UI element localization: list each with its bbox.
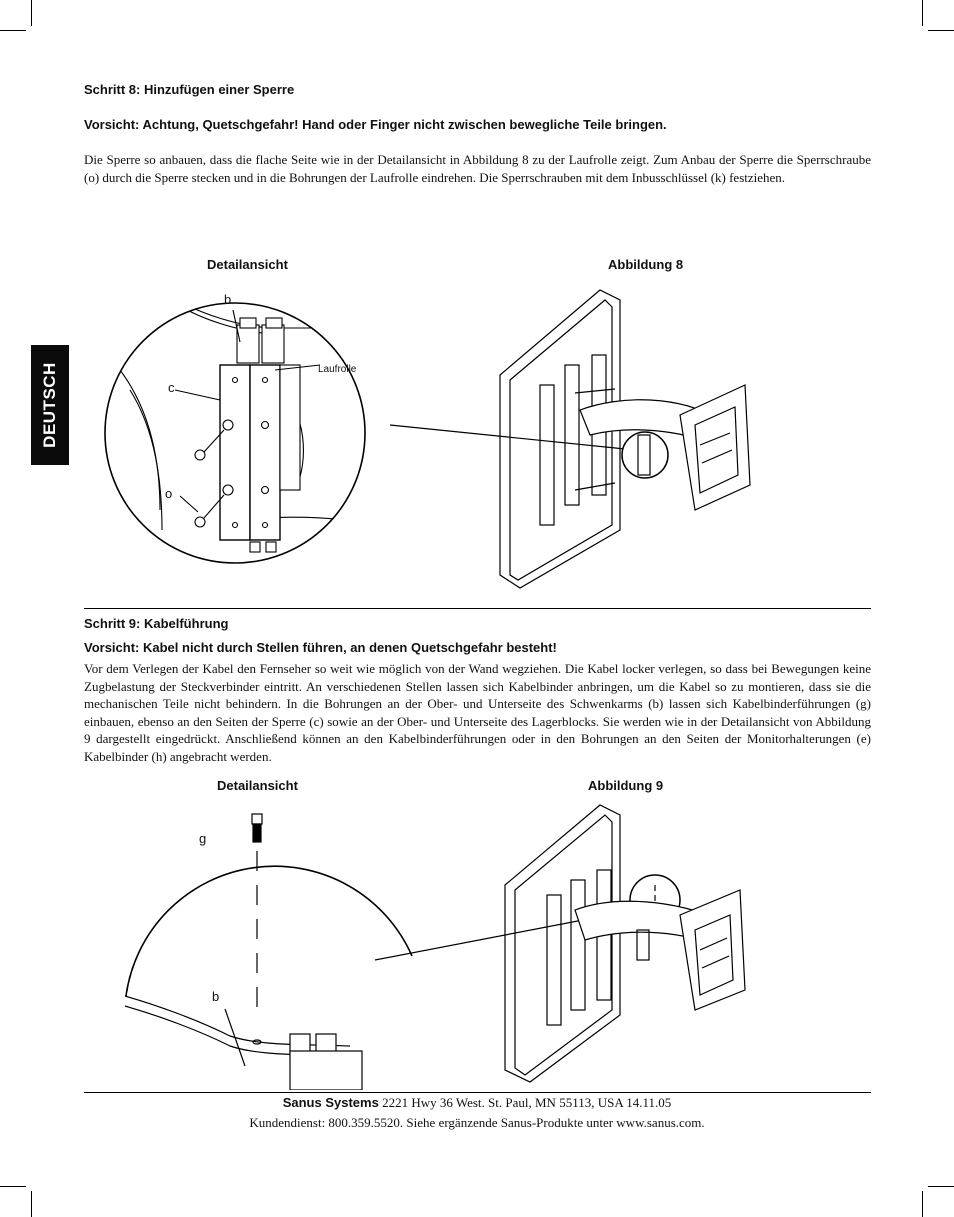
language-tab: DEUTSCH xyxy=(31,345,69,465)
step9-heading: Schritt 9: Kabelführung xyxy=(84,616,229,631)
step9-body: Vor dem Verlegen der Kabel den Fernseher… xyxy=(84,661,871,764)
fig8-callout-o: o xyxy=(165,486,173,501)
step9-detail-label: Detailansicht xyxy=(217,778,298,793)
crop-mark xyxy=(922,1191,923,1217)
footer-line1: Sanus Systems 2221 Hwy 36 West. St. Paul… xyxy=(0,1095,954,1111)
figure8-detail-illustration xyxy=(104,302,366,564)
step8-figure-label: Abbildung 8 xyxy=(608,257,684,272)
step8-detail-label: Detailansicht xyxy=(207,257,288,272)
crop-mark xyxy=(922,0,923,26)
step8-heading: Schritt 8: Hinzufügen einer Sperre xyxy=(84,82,295,97)
crop-mark xyxy=(0,1186,26,1187)
fig8-callout-b: b xyxy=(224,292,232,307)
fig9-callout-g: g xyxy=(199,831,207,846)
crop-mark xyxy=(31,0,32,26)
fig9-callout-b: b xyxy=(212,989,220,1004)
language-tab-label: DEUTSCH xyxy=(40,362,59,448)
crop-mark xyxy=(0,30,26,31)
crop-mark xyxy=(31,1191,32,1217)
footer-company: Sanus Systems xyxy=(282,1095,379,1110)
step9-caution: Vorsicht: Kabel nicht durch Stellen führ… xyxy=(84,640,557,655)
fig8-callout-laufrolle: Laufrolle xyxy=(318,364,357,375)
crop-mark xyxy=(928,30,954,31)
step9-figure-label: Abbildung 9 xyxy=(588,778,664,793)
figure9-mount-illustration xyxy=(374,804,746,1083)
section-divider xyxy=(84,608,871,609)
fig8-callout-c: c xyxy=(168,380,175,395)
footer-address: 2221 Hwy 36 West. St. Paul, MN 55113, US… xyxy=(382,1095,672,1110)
figure8-mount-illustration xyxy=(389,289,751,589)
step8-body: Die Sperre so anbauen, dass die flache S… xyxy=(84,152,871,185)
footer-service: Kundendienst: 800.359.5520. Siehe ergänz… xyxy=(249,1115,705,1130)
figure9-detail-illustration xyxy=(124,813,413,1090)
crop-mark xyxy=(928,1186,954,1187)
step8-caution: Vorsicht: Achtung, Quetschgefahr! Hand o… xyxy=(84,117,667,132)
footer-divider xyxy=(84,1092,871,1093)
